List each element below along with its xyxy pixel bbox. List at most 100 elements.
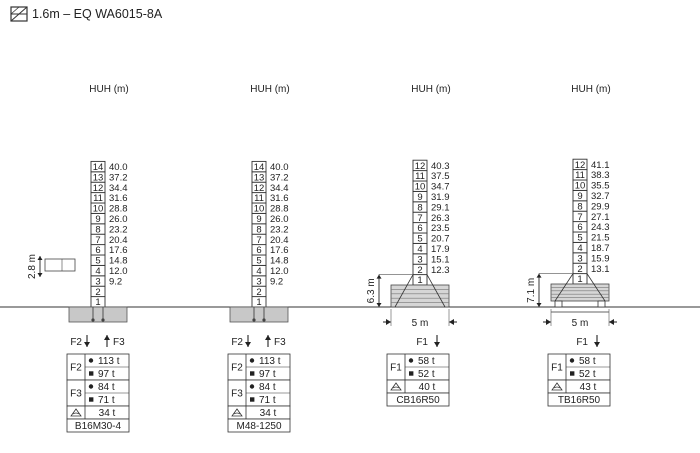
page-title: 1.6m – EQ WA6015-8A <box>32 7 163 21</box>
huh-label: HUH (m) <box>250 84 289 95</box>
wind-icon <box>551 382 563 391</box>
table-cell <box>66 418 130 433</box>
wind-icon <box>390 382 402 391</box>
mast-section-number: 7 <box>417 213 422 224</box>
hook-height-value: 38.3 <box>591 170 610 181</box>
dot-icon <box>249 358 255 363</box>
huh-label: HUH (m) <box>411 84 450 95</box>
mast-section-number: 5 <box>95 256 100 267</box>
table-value: 71 t <box>98 395 115 406</box>
wind-load-value: 34 t <box>99 408 116 419</box>
mast-section-number: 2 <box>256 287 261 298</box>
hook-height-value: 17.6 <box>270 245 289 256</box>
bogie <box>597 300 606 308</box>
hook-height-value: 9.2 <box>109 276 122 287</box>
table-value: 113 t <box>259 356 281 367</box>
hook-height-value: 23.5 <box>431 223 450 234</box>
hook-height-value: 23.2 <box>270 224 289 235</box>
mast-section-number: 6 <box>417 223 422 234</box>
mast-section-number: 9 <box>256 214 261 225</box>
bogie <box>554 300 563 308</box>
hook-height-value: 12.0 <box>270 266 289 277</box>
table-row-label: F3 <box>231 389 243 400</box>
huh-label: HUH (m) <box>89 84 128 95</box>
mast-section-number: 11 <box>93 193 103 204</box>
mast-section-number: 4 <box>417 244 422 255</box>
table-row-label: F1 <box>551 363 563 374</box>
mast-section-number: 1 <box>577 274 582 285</box>
foundation-block <box>68 306 128 323</box>
mast-section-number: 8 <box>417 202 422 213</box>
table-value: 52 t <box>579 369 596 380</box>
hook-height-value: 37.2 <box>109 172 128 183</box>
hook-height-value: 12.3 <box>431 265 450 276</box>
mast-section-number: 2 <box>95 287 100 298</box>
mast-section <box>90 160 106 173</box>
height-dimension-label: 6.3 m <box>366 278 377 303</box>
table-value: 58 t <box>579 356 596 367</box>
mast-section-number: 14 <box>93 162 104 173</box>
wind-load-value: 34 t <box>260 408 277 419</box>
page-header: 1.6m – EQ WA6015-8A <box>10 6 162 22</box>
mast-section-icon <box>10 6 28 22</box>
base-strut <box>586 273 606 302</box>
mast-section-number: 6 <box>577 222 582 233</box>
hook-height-value: 24.3 <box>591 222 610 233</box>
force-label-f1: F1 <box>576 337 588 348</box>
hook-height-value: 9.2 <box>270 276 283 287</box>
mast-section-number: 8 <box>577 201 582 212</box>
mast-section-number: 11 <box>254 193 264 204</box>
hook-height-value: 34.4 <box>270 183 289 194</box>
mast-section-number: 4 <box>577 243 582 254</box>
force-arrow-up <box>104 335 110 347</box>
table-value: 97 t <box>98 369 115 380</box>
mast-section-number: 3 <box>256 276 261 287</box>
huh-label: HUH (m) <box>571 84 610 95</box>
hook-height-value: 20.4 <box>109 235 128 246</box>
table-value: 58 t <box>418 356 435 367</box>
wind-icon <box>231 408 243 417</box>
square-icon <box>89 371 94 376</box>
mast-section-number: 5 <box>256 256 261 267</box>
base-strut <box>394 274 414 308</box>
mast-section-number: 3 <box>417 254 422 265</box>
table-value: 113 t <box>98 356 120 367</box>
hook-height-value: 35.5 <box>591 181 610 192</box>
hook-height-value: 34.7 <box>431 182 450 193</box>
hook-height-value: 18.7 <box>591 243 610 254</box>
hook-height-value: 29.1 <box>431 202 450 213</box>
base-strut <box>554 273 574 302</box>
hook-height-value: 28.8 <box>270 204 289 215</box>
hook-height-value: 31.6 <box>270 193 289 204</box>
mast-section-number: 3 <box>577 253 582 264</box>
hook-height-value: 15.1 <box>431 254 450 265</box>
mast-section-number: 6 <box>95 245 100 256</box>
hook-height-value: 41.1 <box>591 160 610 171</box>
foundation-model-label: CB16R50 <box>396 395 440 406</box>
force-arrow-up <box>265 335 271 347</box>
table-cell <box>547 392 611 407</box>
mast-section <box>251 160 267 173</box>
mast-section-number: 9 <box>95 214 100 225</box>
table-value: 52 t <box>418 369 435 380</box>
table-value: 84 t <box>259 382 276 393</box>
table-value: 97 t <box>259 369 276 380</box>
table-row-label: F3 <box>70 389 82 400</box>
hook-height-value: 40.3 <box>431 161 450 172</box>
mast-section-number: 9 <box>417 192 422 203</box>
mast-section-number: 10 <box>575 181 586 192</box>
hook-height-value: 31.6 <box>109 193 128 204</box>
force-arrow-down <box>84 335 90 347</box>
hook-height-value: 40.0 <box>270 162 289 173</box>
square-icon <box>250 397 255 402</box>
hook-height-value: 17.9 <box>431 244 450 255</box>
hook-height-value: 26.0 <box>109 214 128 225</box>
mast-section-number: 10 <box>93 204 104 215</box>
table-value: 84 t <box>98 382 115 393</box>
hook-height-value: 34.4 <box>109 183 128 194</box>
mast-section-number: 7 <box>577 212 582 223</box>
